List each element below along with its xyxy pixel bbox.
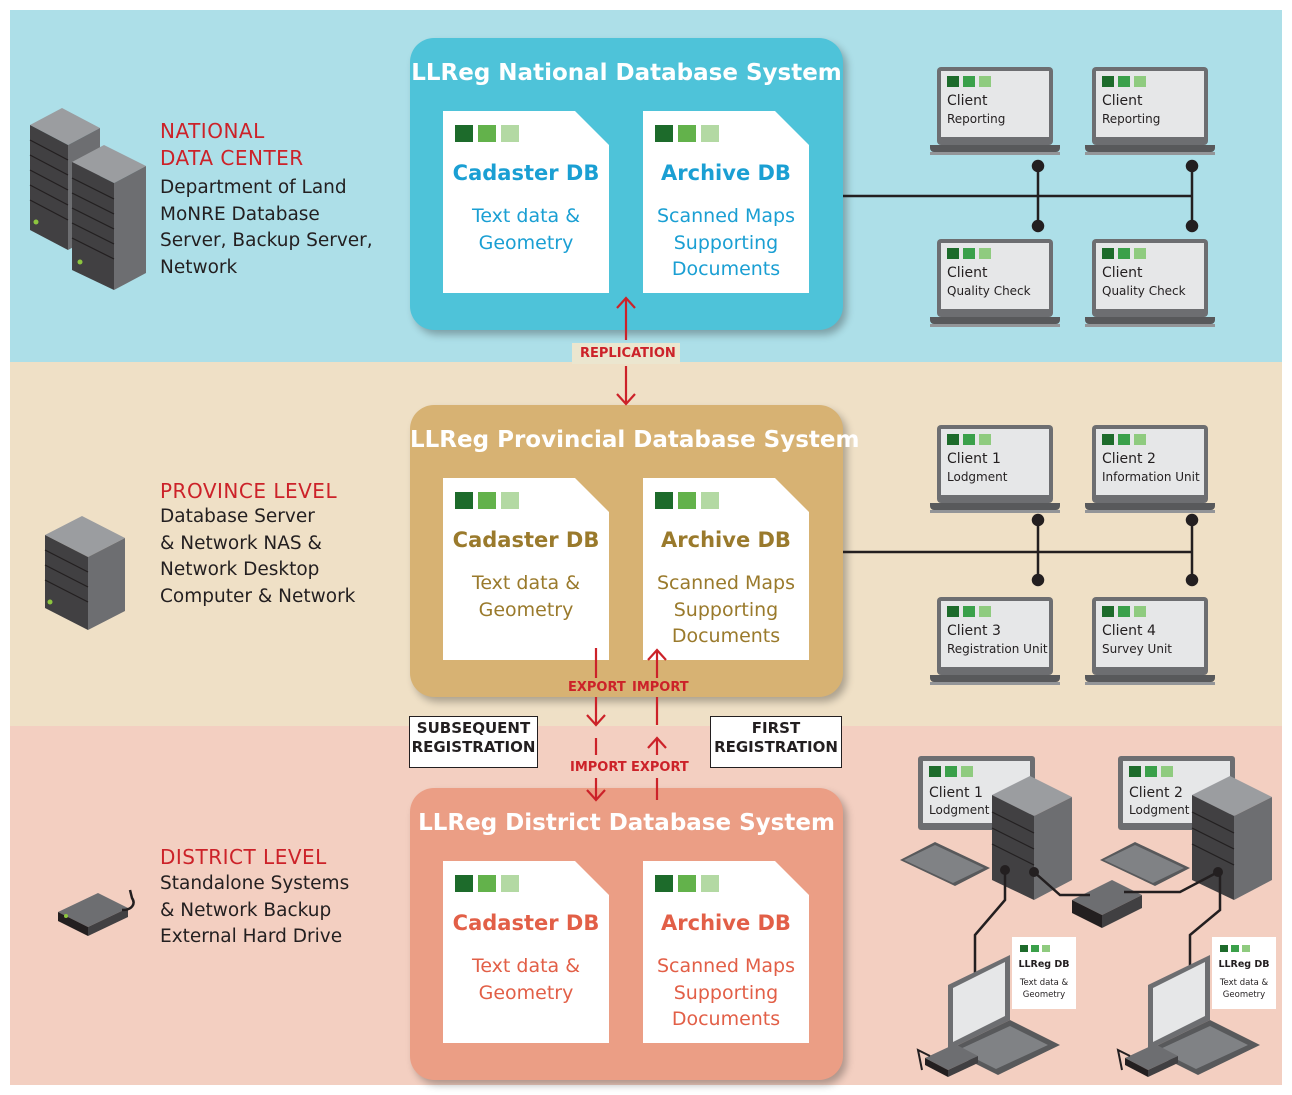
national-server-icon [29,108,146,290]
district-db-system: LLReg District Database System Cadaster … [410,788,843,1080]
district-drive-2 [1116,1044,1178,1077]
export-label-upper: EXPORT [568,680,626,695]
archive-db-title: Archive DB [661,911,791,935]
local-db-doc-1: LLReg DB Text data &Geometry [1012,937,1076,1009]
export-label-lower: EXPORT [631,760,689,775]
external-drive-icon [58,889,135,936]
district-level-desc: Standalone Systems& Network Backup Exter… [160,873,350,947]
archive-db-title: Archive DB [661,161,791,185]
network-switch [1072,880,1142,928]
district-level-title: DISTRICT LEVEL [160,845,327,869]
national-db-system: LLReg National Database System Cadaster … [410,38,843,330]
province-db-system: LLReg Provincial Database System Cadaste… [410,405,860,697]
district-client-2-screen: Client 2 Lodgment [1123,761,1230,823]
local-db-doc-2: LLReg DB Text data &Geometry [1212,937,1276,1009]
cadaster-db-body: Text data &Geometry [471,955,581,1004]
district-drive-1 [916,1044,978,1077]
province-system-title: LLReg Provincial Database System [410,427,860,453]
replication-arrow [616,296,636,406]
province-cadaster-doc: Cadaster DB Text data &Geometry [443,478,609,660]
export-import-arrows [586,648,667,802]
province-network-lines [843,513,1199,587]
replication-label-box [572,343,680,364]
cadaster-db-title: Cadaster DB [452,528,600,552]
national-cadaster-doc: Cadaster DB Text data &Geometry [443,111,609,293]
cadaster-db-title: Cadaster DB [452,161,600,185]
district-laptop-2 [1148,955,1260,1075]
archive-db-title: Archive DB [661,528,791,552]
province-level-title: PROVINCE LEVEL [160,479,338,503]
cadaster-db-body: Text data &Geometry [471,572,581,621]
district-tower-2 [1191,776,1272,900]
province-server-icon [44,516,125,630]
national-system-title: LLReg National Database System [411,60,842,86]
import-label-upper: IMPORT [632,680,689,695]
import-label-lower: IMPORT [570,760,627,775]
cadaster-db-title: Cadaster DB [452,911,600,935]
district-client-1-screen: Client 1 Lodgment [923,761,1030,823]
district-cadaster-doc: Cadaster DB Text data &Geometry [443,861,609,1043]
province-level-desc: Database Server& Network NAS & Network D… [160,506,356,607]
replication-label: REPLICATION [580,346,676,361]
cadaster-db-body: Text data &Geometry [471,205,581,254]
national-network-lines [843,159,1199,233]
district-system-title: LLReg District Database System [418,810,835,836]
